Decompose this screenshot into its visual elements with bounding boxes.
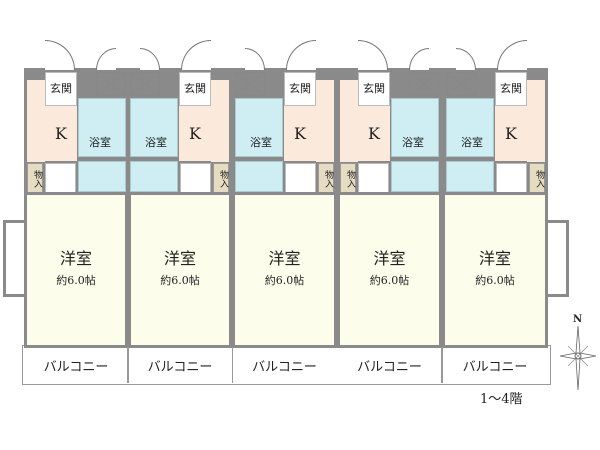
bathroom-label: 浴室: [402, 136, 424, 149]
western-room: [24, 192, 128, 348]
balcony-label: バルコニー: [43, 360, 109, 375]
bathroom: [446, 98, 494, 157]
balcony-label: バルコニー: [147, 360, 213, 375]
bathroom-label: 浴室: [89, 136, 111, 149]
window-bay-left: [3, 220, 25, 297]
room-label: 洋室: [478, 249, 512, 268]
hallway: [45, 163, 76, 193]
entrance-label: 玄関: [184, 82, 206, 95]
kitchen-label: K: [189, 124, 201, 143]
kitchen-label: K: [505, 124, 517, 143]
room-size-label: 約6.0帖: [264, 274, 305, 287]
entrance-door-swing: [45, 40, 75, 70]
meter-box: [409, 72, 439, 96]
western-room: [128, 192, 232, 348]
kitchen-counter: [527, 80, 545, 162]
balcony-label: バルコニー: [357, 360, 422, 375]
entrance-area: [284, 72, 316, 106]
toilet-washroom: [446, 161, 494, 192]
meter-door-swing: [96, 48, 116, 70]
western-room: [337, 192, 442, 348]
compass-star-icon: [560, 326, 596, 390]
room-size-label: 約6.0帖: [369, 274, 410, 287]
bathroom: [235, 98, 283, 157]
balcony-divider: [442, 347, 443, 383]
balcony-label: バルコニー: [462, 360, 528, 375]
kitchen-label: K: [55, 124, 67, 143]
hallway: [496, 163, 527, 193]
kitchen-counter: [316, 80, 334, 162]
storage-closet: 物入: [318, 163, 334, 193]
hallway: [180, 163, 211, 193]
entrance-label: 玄関: [363, 82, 385, 95]
hallway: [358, 163, 389, 193]
meter-box: [235, 72, 265, 96]
bathroom: [130, 98, 178, 157]
kitchen-label: K: [294, 124, 306, 143]
bathroom: [391, 98, 439, 157]
kitchen-counter: [340, 80, 358, 162]
storage-closet: 物入: [529, 163, 545, 193]
entrance-area: [179, 72, 211, 106]
meter-door-swing: [140, 48, 160, 70]
kitchen-counter: [27, 80, 45, 162]
toilet-washroom: [391, 161, 439, 192]
entrance-door-swing: [181, 40, 211, 70]
western-room: [232, 192, 337, 348]
balcony-divider: [232, 347, 233, 383]
bathroom-label: 浴室: [461, 136, 483, 149]
window-bay-right: [547, 220, 569, 297]
floors-label: 1～4階: [480, 392, 523, 407]
room-label: 洋室: [373, 249, 406, 268]
entrance-label: 玄関: [289, 82, 311, 95]
bathroom-label: 浴室: [145, 136, 167, 149]
balcony-divider: [441, 347, 442, 383]
entrance-door-swing: [286, 40, 316, 70]
room-size-label: 約6.0帖: [56, 274, 96, 287]
storage-closet: 物入: [27, 163, 43, 193]
entrance-door-swing: [358, 40, 388, 70]
kitchen-area: [284, 106, 316, 161]
room-size-label: 約6.0帖: [475, 274, 515, 287]
kitchen-label: K: [368, 124, 380, 143]
kitchen-counter: [211, 80, 229, 162]
toilet-washroom: [78, 161, 126, 192]
meter-door-swing: [409, 48, 429, 70]
kitchen-area: [495, 106, 527, 161]
entrance-door-swing: [497, 40, 527, 70]
balcony-divider: [127, 347, 128, 383]
kitchen-area: [358, 106, 390, 161]
bathroom-label: 浴室: [250, 136, 272, 149]
meter-box: [96, 72, 126, 96]
western-room: [442, 192, 548, 348]
storage-closet: 物入: [340, 163, 356, 193]
room-size-label: 約6.0帖: [160, 274, 200, 287]
meter-door-swing: [245, 48, 265, 70]
entrance-area: [495, 72, 527, 106]
entrance-label: 玄関: [500, 82, 522, 95]
balcony-label: バルコニー: [252, 360, 317, 375]
storage-closet: 物入: [213, 163, 229, 193]
bathroom: [78, 98, 126, 157]
toilet-washroom: [130, 161, 178, 192]
entrance-area: [358, 72, 390, 106]
hallway: [285, 163, 316, 193]
meter-door-swing: [456, 48, 476, 70]
entrance-area: [45, 72, 77, 106]
balcony-divider: [128, 347, 129, 383]
toilet-washroom: [235, 161, 283, 192]
compass-north-label: N: [573, 314, 583, 325]
compass: N: [560, 314, 596, 390]
kitchen-area: [45, 106, 77, 161]
kitchen-area: [179, 106, 211, 161]
room-label: 洋室: [268, 249, 301, 268]
room-label: 洋室: [163, 249, 197, 268]
meter-box: [130, 72, 160, 96]
meter-box: [446, 72, 476, 96]
room-label: 洋室: [59, 249, 93, 268]
entrance-label: 玄関: [50, 82, 72, 95]
